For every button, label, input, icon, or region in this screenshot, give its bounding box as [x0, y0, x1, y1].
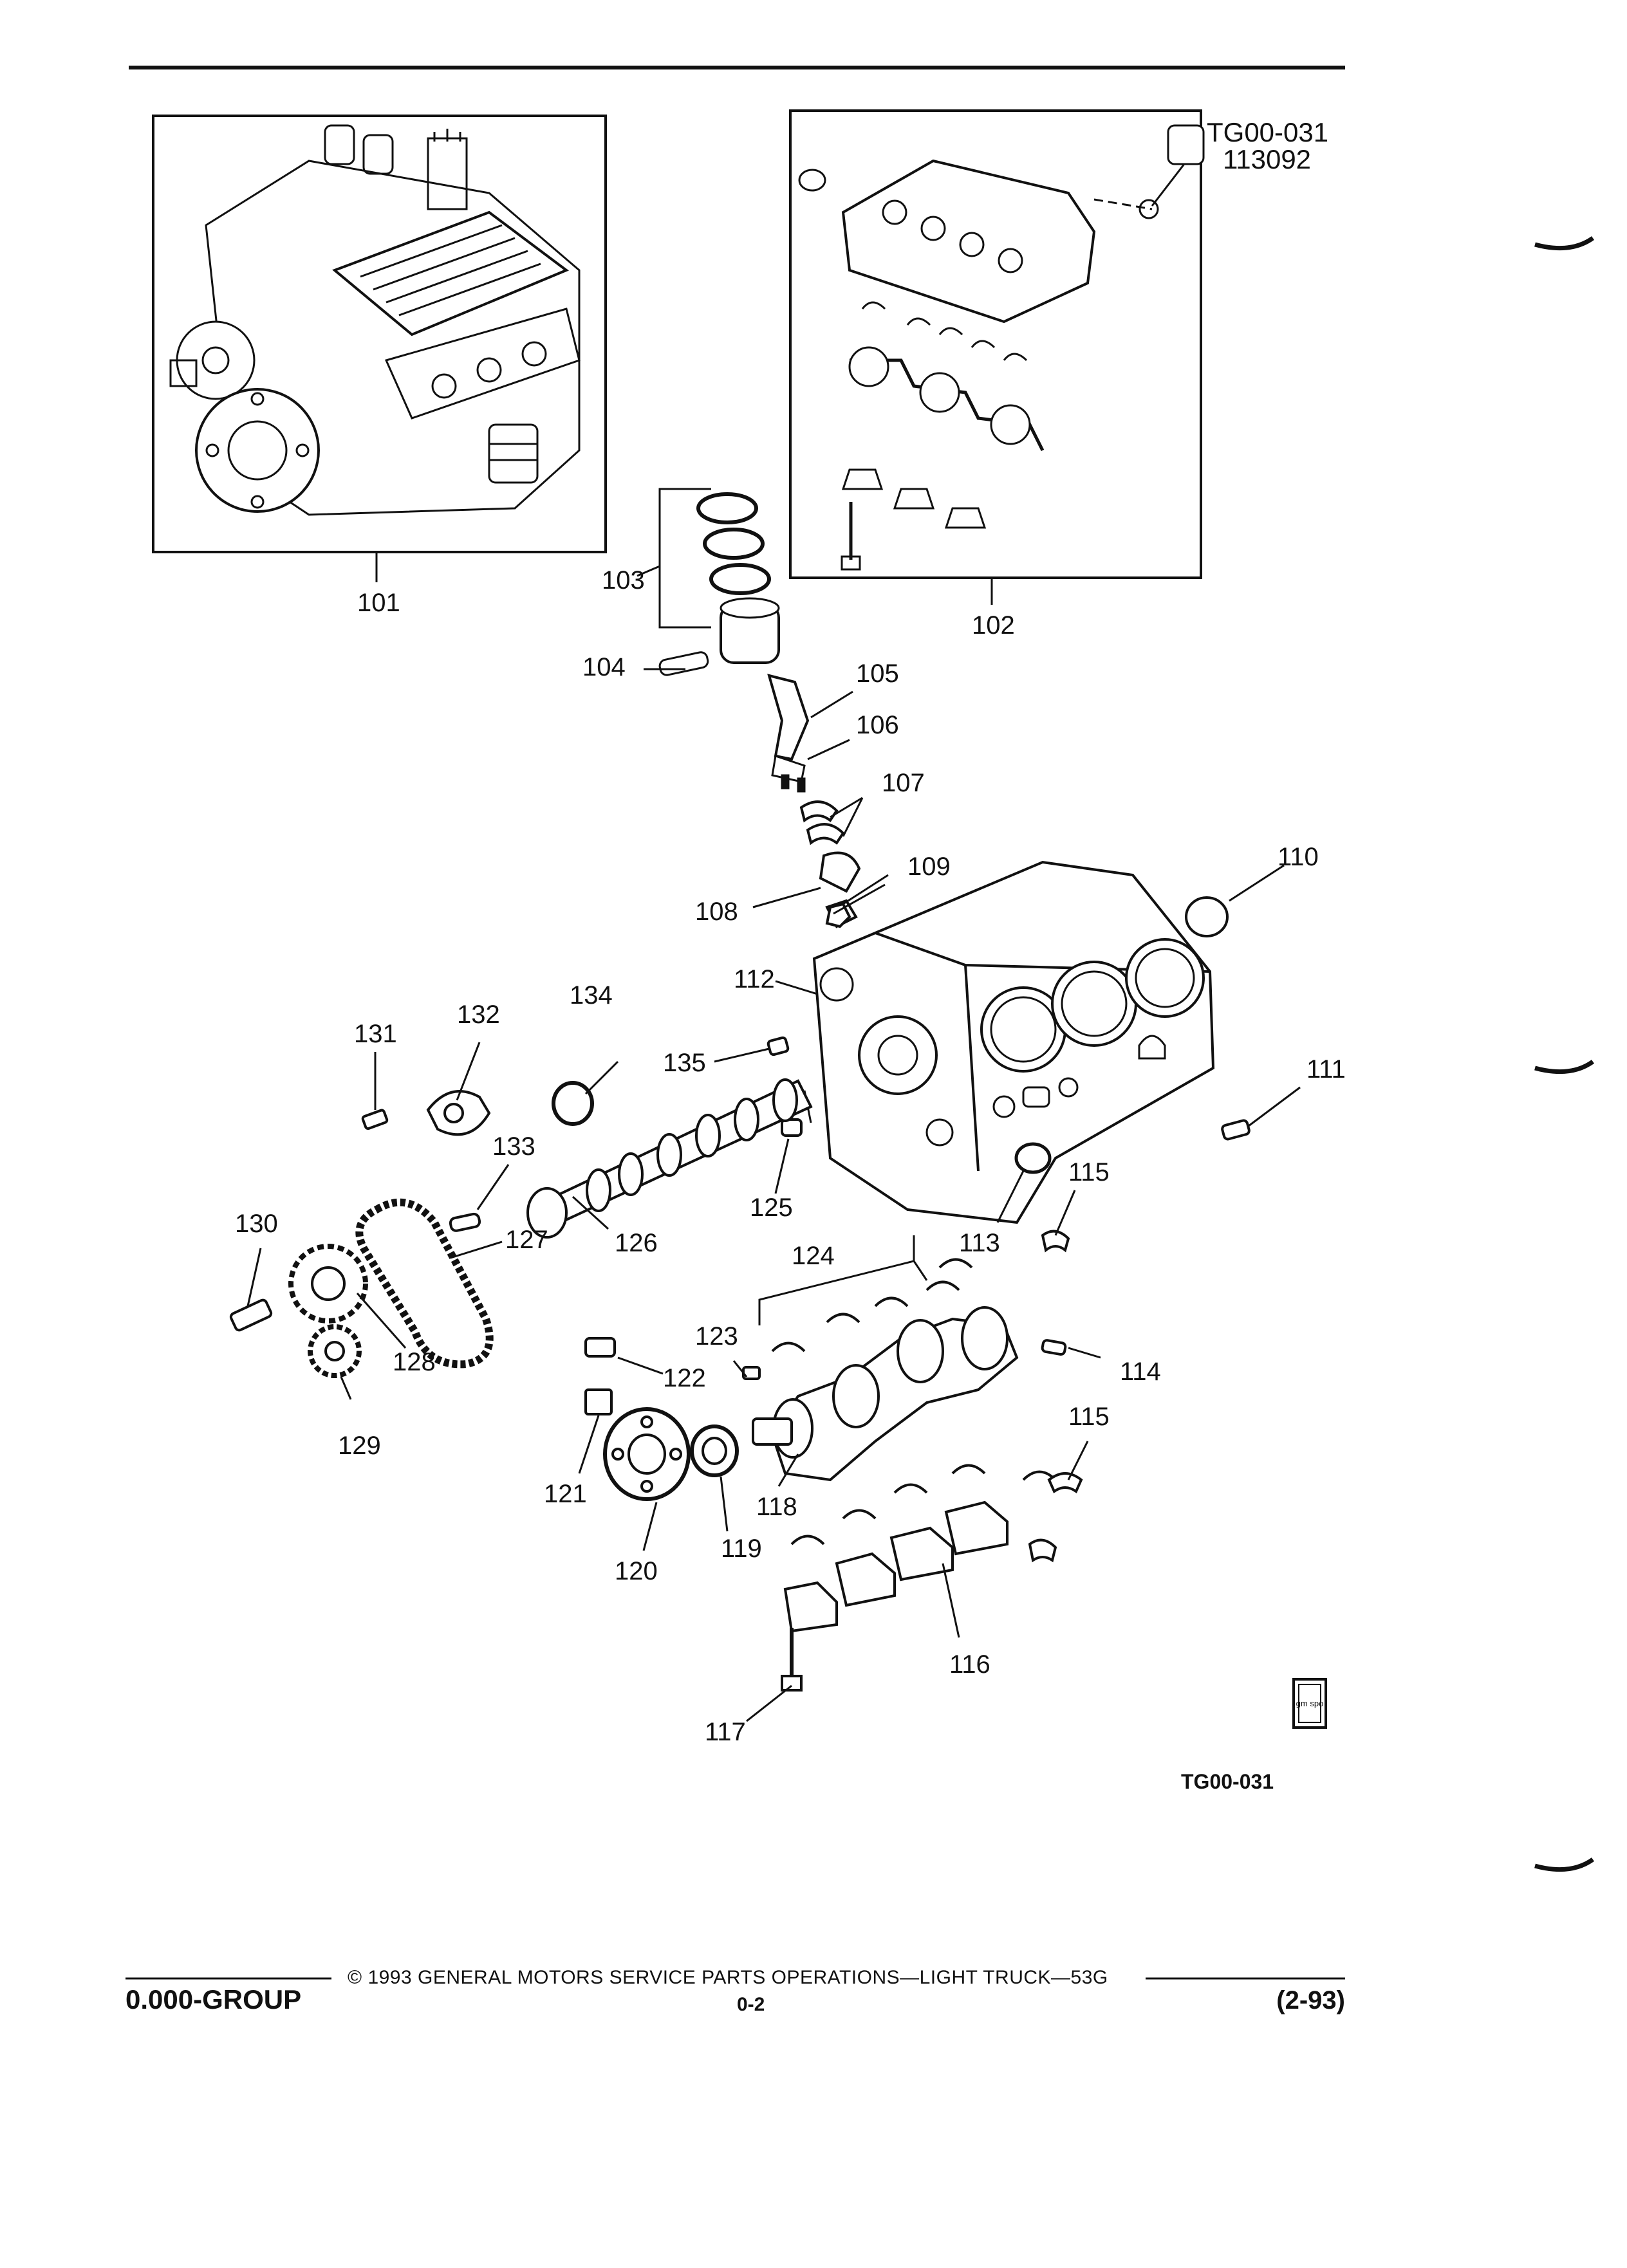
piston-rod-group: [658, 492, 861, 928]
callout-103: 103: [602, 566, 645, 595]
callout-119: 119: [721, 1535, 762, 1563]
footer-date: (2-93): [1276, 1986, 1345, 2014]
callout-130: 130: [235, 1210, 278, 1238]
callout-126: 126: [615, 1229, 658, 1257]
callout-127: 127: [505, 1226, 548, 1254]
crankshaft-figure: [584, 1142, 1083, 1692]
callout-129: 129: [338, 1432, 381, 1460]
binding-mark-3: [1534, 1858, 1595, 1872]
callout-114: 114: [1120, 1358, 1161, 1386]
callout-101: 101: [357, 589, 400, 617]
engine-assembly-figure: [152, 115, 607, 553]
callout-120: 120: [615, 1557, 658, 1585]
callout-124: 124: [792, 1242, 835, 1270]
callout-115: 115: [1068, 1158, 1110, 1186]
callout-118: 118: [756, 1493, 797, 1521]
callout-132: 132: [457, 1000, 500, 1029]
drawing-date: 113092: [1223, 144, 1311, 174]
callout-135: 135: [663, 1049, 706, 1077]
footer-group: 0.000-GROUP: [126, 1984, 301, 2014]
callout-104: 104: [582, 653, 626, 681]
footer: 0.000-GROUP © 1993 GENERAL MOTORS SERVIC…: [126, 1967, 1345, 2015]
callout-108: 108: [695, 898, 738, 926]
callout-116: 116: [949, 1650, 990, 1679]
binding-mark-1: [1534, 236, 1595, 251]
callout-106: 106: [856, 711, 899, 739]
drawing-id: TG00-031: [1207, 117, 1328, 147]
callout-110: 110: [1278, 843, 1319, 871]
binding-mark-2: [1534, 1060, 1595, 1074]
figure-id: TG00-031: [1181, 1770, 1274, 1793]
cylinder-block-figure: [767, 860, 1250, 1224]
svg-text:gm spo: gm spo: [1296, 1699, 1324, 1708]
footer-copyright: © 1993 GENERAL MOTORS SERVICE PARTS OPER…: [348, 1967, 1108, 1988]
callout-121: 121: [544, 1480, 587, 1508]
callout-115: 115: [1068, 1403, 1110, 1431]
callout-133: 133: [492, 1132, 535, 1161]
callout-117: 117: [705, 1718, 746, 1746]
callout-112: 112: [734, 965, 775, 993]
callout-105: 105: [856, 659, 899, 688]
camshaft-figure: [229, 1078, 813, 1378]
footer-page-number: 0-2: [737, 1994, 765, 2015]
callout-109: 109: [907, 853, 951, 881]
partial-engine-figure: [789, 109, 1205, 579]
callout-134: 134: [570, 981, 613, 1010]
callout-113: 113: [959, 1229, 1000, 1257]
callout-128: 128: [393, 1348, 436, 1376]
callout-123: 123: [695, 1322, 738, 1351]
callout-125: 125: [750, 1194, 793, 1222]
callout-107: 107: [882, 769, 925, 797]
gm-spo-logo: gm spo: [1292, 1678, 1327, 1729]
callout-122: 122: [663, 1364, 706, 1392]
callout-111: 111: [1306, 1055, 1346, 1083]
callout-131: 131: [354, 1020, 397, 1048]
callout-102: 102: [972, 611, 1015, 640]
